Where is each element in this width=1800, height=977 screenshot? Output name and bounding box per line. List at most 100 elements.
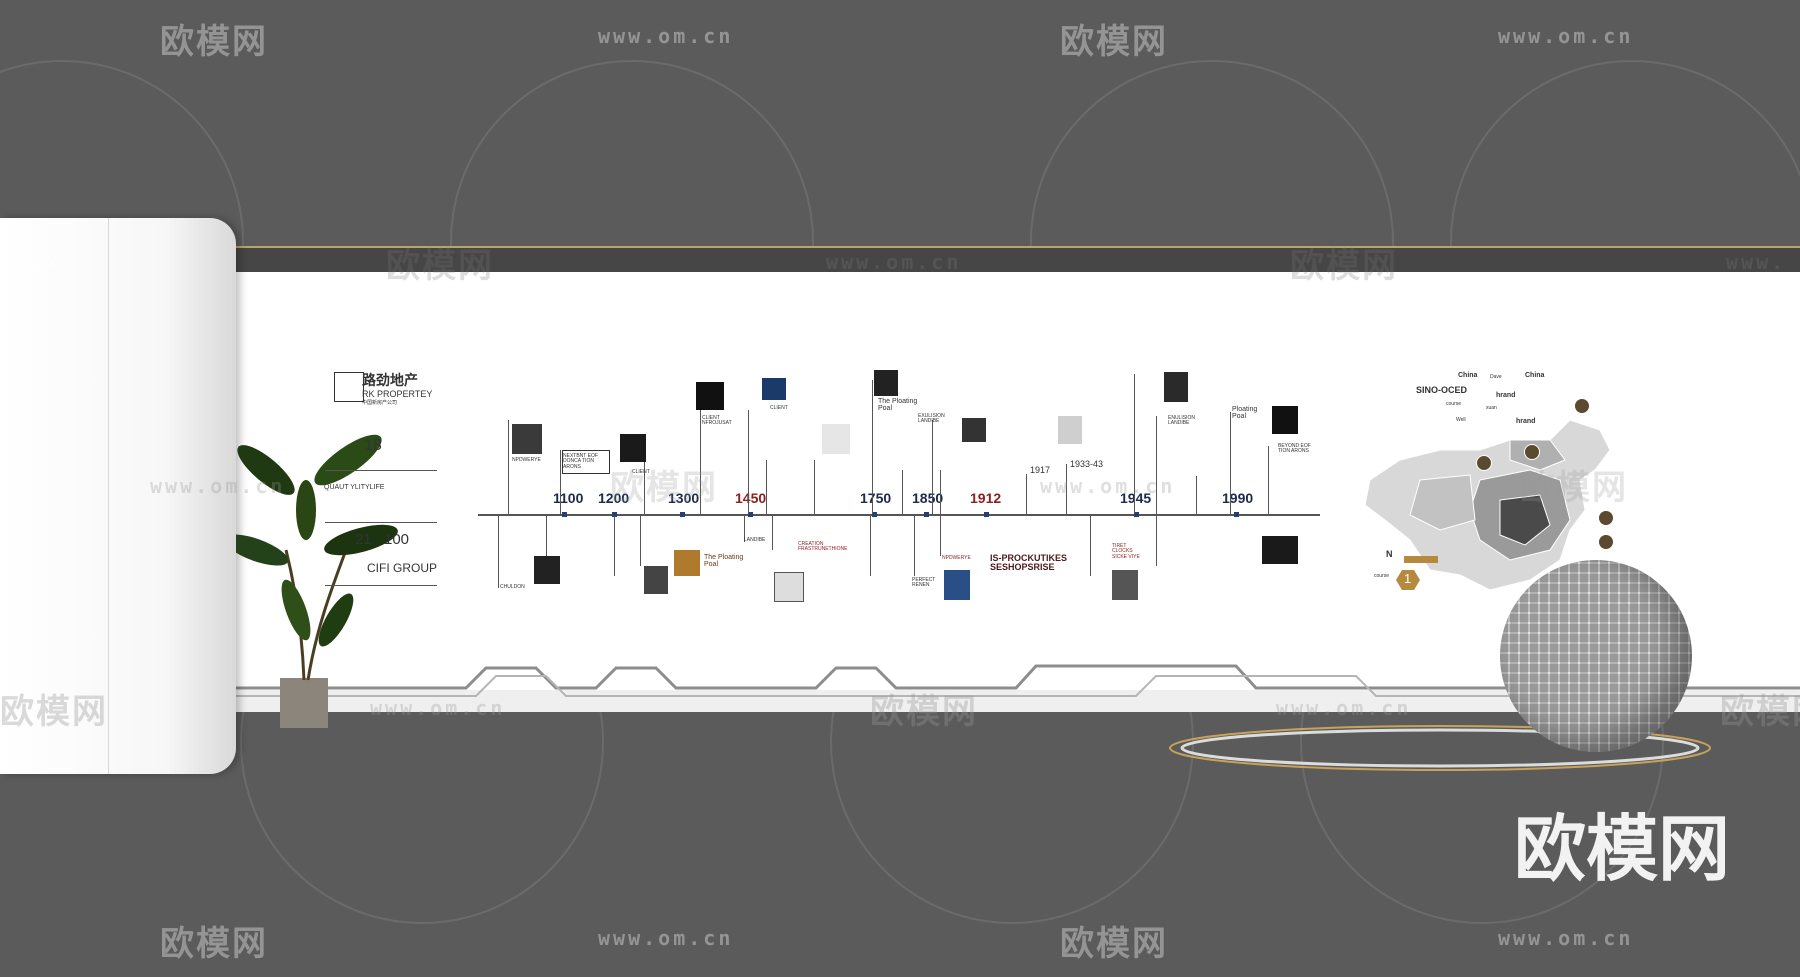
timeline-axis — [478, 514, 1320, 516]
label-top-3: CLIENT NFROJUSAT — [702, 415, 732, 427]
label-bottom-2: LANDIBE — [744, 537, 766, 543]
ceiling-band — [236, 246, 1800, 274]
brand-line-quality: QUAUT YLITYLIFE — [324, 484, 385, 491]
watermark-brand: 欧模网 — [1520, 468, 1628, 508]
map-label-china-1: China — [1458, 372, 1478, 379]
year-1945: 1945 — [1120, 490, 1152, 506]
floor-ring — [1169, 725, 1711, 771]
watermark-url: www.om.cn — [1040, 474, 1176, 498]
thumb-12 — [534, 556, 560, 584]
brand-en-name: RK PROPERTEY — [362, 389, 433, 399]
watermark-brand: 欧模网 — [160, 924, 268, 964]
watermark-url: www.om.cn — [1498, 24, 1634, 48]
label-top-6: EXULISION LANDIBE — [918, 413, 945, 425]
watermark-brand: 欧模网 — [0, 692, 108, 732]
thumb-15 — [774, 572, 804, 602]
watermark-url: www.om.cn — [370, 696, 506, 720]
watermark-brand: 欧模网 — [870, 692, 978, 732]
label-top-8: 1933-43 — [1070, 459, 1104, 469]
brand-stat-100: 100 — [384, 531, 410, 548]
potted-plant — [236, 434, 398, 728]
thumb-5 — [762, 378, 786, 400]
watermark-brand: 欧模网 — [1720, 692, 1800, 732]
watermark-brand: 欧模网 — [386, 246, 494, 286]
circuit-lines — [236, 664, 1800, 697]
map-pin — [1598, 510, 1614, 526]
thumb-4 — [696, 382, 724, 410]
watermark-brand: 欧模网 — [160, 22, 268, 62]
label-bottom-1: The Ploating Poal — [704, 554, 744, 569]
map-bar — [1404, 556, 1438, 563]
watermark-big-logo: 欧模网 — [1514, 807, 1731, 891]
year-1200: 1200 — [598, 490, 630, 506]
map-label-hrand-1: hrand — [1496, 392, 1516, 399]
year-1990: 1990 — [1222, 490, 1254, 506]
watermark-url: www.om.cn — [598, 24, 734, 48]
label-bottom-6: TIRET CLOCKS SICKE VIYE — [1112, 543, 1140, 560]
label-top-9: ENULISION LANDIBE — [1168, 415, 1195, 427]
map-pin — [1524, 444, 1540, 460]
thumb-16 — [944, 570, 970, 600]
label-top-10: Ploating Poal — [1232, 406, 1258, 421]
label-top-4: CLIENT — [770, 405, 788, 411]
label-bottom-5: IS-PROCKUTIKES SESHOPSRISE — [990, 553, 1068, 573]
label-top-1: NEXTBNT EOF DONCA TION ARONS — [563, 453, 598, 470]
thumb-1 — [512, 424, 542, 454]
thumb-10 — [1164, 372, 1188, 402]
watermark-url: www.om.cn — [150, 474, 286, 498]
label-bottom-0: CHULDON — [500, 584, 525, 590]
brand-tagline: 中国新房产公司 — [362, 400, 398, 406]
thumb-6 — [822, 424, 850, 454]
thumb-11 — [1272, 406, 1298, 434]
map-badge-number: 1 — [1404, 571, 1412, 586]
brand-stat-21: 21 — [355, 531, 372, 548]
map-label-hrand-2: hrand — [1516, 418, 1536, 425]
label-top-11: BEYOND EOF TION ARONS — [1278, 443, 1311, 455]
map-label-n: N — [1386, 549, 1393, 559]
map-label-xuan: xuan — [1486, 405, 1497, 411]
year-1100: 1100 — [553, 490, 584, 506]
thumb-7 — [874, 370, 898, 396]
map-label-china-2: China — [1525, 372, 1545, 379]
map-label-course-1: course — [1446, 401, 1462, 407]
brand-group: CIFI GROUP — [367, 561, 438, 575]
map-pin — [1476, 455, 1492, 471]
china-map — [1364, 420, 1611, 591]
thumb-3 — [620, 434, 646, 462]
thumb-9 — [1058, 416, 1082, 444]
map-label-course-2: course — [1374, 573, 1390, 579]
thumb-13 — [644, 566, 668, 594]
watermark-brand: 欧模网 — [1060, 924, 1168, 964]
watermark-brand: 欧模网 — [1290, 246, 1398, 286]
map-badge — [1396, 570, 1420, 590]
brand-cn-name: 路劲地产 — [362, 373, 418, 389]
pillar-seam — [108, 218, 109, 774]
year-1300: 1300 — [668, 490, 700, 506]
watermark-url: www.om.cn — [1498, 926, 1634, 950]
watermark-url: www.om.cn — [598, 926, 734, 950]
watermark-brand: 欧模网 — [610, 468, 718, 508]
label-bottom-3: CREATION FRASTRUNETHIONE — [798, 541, 848, 553]
thumb-8 — [962, 418, 986, 442]
year-1450: 1450 — [735, 490, 767, 506]
year-1912: 1912 — [970, 490, 1002, 506]
label-bottom-4: NPDWERYE — [942, 555, 971, 561]
map-pin — [1598, 534, 1614, 550]
watermark-url: www.om.cn — [826, 250, 962, 274]
label-top-7: 1917 — [1030, 465, 1051, 475]
map-pin — [1574, 398, 1590, 414]
year-1850: 1850 — [912, 490, 944, 506]
watermark-url: www.om.cn — [1276, 696, 1412, 720]
brand-logo-mark — [334, 372, 364, 402]
label-top-2: CLIENT — [632, 469, 650, 475]
label-bottom-7: PERFECT RENEN — [912, 577, 936, 589]
thumb-18 — [1262, 536, 1298, 564]
pixel-sphere-sculpture — [1500, 560, 1692, 752]
map-label-well: Well — [1456, 417, 1466, 423]
map-label-sino-oced: SINO-OCED — [1416, 385, 1468, 395]
watermark-url-partial: www. — [1726, 250, 1787, 274]
thumb-17 — [1112, 570, 1138, 600]
thumb-14 — [674, 550, 700, 576]
map-label-dave: Dave — [1490, 374, 1502, 380]
watermark-url-short: om.cn — [4, 250, 80, 274]
